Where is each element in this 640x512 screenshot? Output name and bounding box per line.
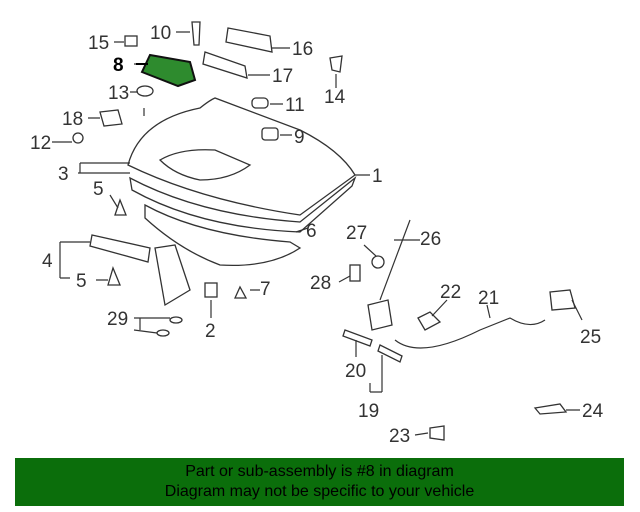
part-16[interactable] xyxy=(225,27,273,53)
part-5-clip-upper[interactable] xyxy=(114,198,127,216)
label-8-selected[interactable]: 8 xyxy=(113,55,124,76)
part-18[interactable] xyxy=(99,109,123,127)
label-9[interactable]: 9 xyxy=(294,127,305,148)
banner-line-disclaimer: Diagram may not be specific to your vehi… xyxy=(164,483,475,500)
part-17[interactable] xyxy=(202,51,248,79)
part-15[interactable] xyxy=(124,35,138,47)
label-5-upper[interactable]: 5 xyxy=(93,179,104,200)
label-22[interactable]: 22 xyxy=(440,282,461,303)
label-5-lower[interactable]: 5 xyxy=(76,271,87,292)
part-29-washer-a[interactable] xyxy=(169,316,183,324)
part-26-prop-rod[interactable] xyxy=(379,219,411,301)
label-23[interactable]: 23 xyxy=(389,426,410,447)
part-22[interactable] xyxy=(417,311,442,331)
label-7[interactable]: 7 xyxy=(260,279,271,300)
part-4[interactable] xyxy=(89,234,151,263)
part-27[interactable] xyxy=(371,255,385,269)
label-15[interactable]: 15 xyxy=(88,33,109,54)
part-20[interactable] xyxy=(342,329,373,347)
part-14[interactable] xyxy=(329,55,343,73)
label-24[interactable]: 24 xyxy=(582,401,604,422)
label-26[interactable]: 26 xyxy=(420,229,441,250)
label-4[interactable]: 4 xyxy=(42,251,53,272)
part-25[interactable] xyxy=(549,289,576,311)
part-7[interactable] xyxy=(233,285,248,299)
label-21[interactable]: 21 xyxy=(478,288,499,309)
hood-hinge[interactable] xyxy=(154,244,191,307)
label-25[interactable]: 25 xyxy=(580,327,601,348)
label-3[interactable]: 3 xyxy=(58,164,69,185)
hood-scoop xyxy=(158,149,252,181)
label-13[interactable]: 13 xyxy=(108,83,129,104)
label-1[interactable]: 1 xyxy=(372,166,383,187)
part-13[interactable] xyxy=(136,85,154,97)
hood-insulator[interactable] xyxy=(144,203,302,267)
label-20[interactable]: 20 xyxy=(345,361,366,382)
hood-inner-panel xyxy=(129,176,357,233)
part-29-washer-b[interactable] xyxy=(156,329,170,337)
label-16[interactable]: 16 xyxy=(292,39,313,60)
part-5-clip-lower[interactable] xyxy=(107,266,121,286)
part-8-highlighted[interactable] xyxy=(140,53,197,88)
part-23[interactable] xyxy=(429,425,445,441)
label-17[interactable]: 17 xyxy=(272,66,293,87)
label-29[interactable]: 29 xyxy=(107,309,128,330)
part-12[interactable] xyxy=(72,132,84,144)
part-9[interactable] xyxy=(261,127,279,141)
hood-latch[interactable] xyxy=(367,299,393,331)
parts-diagram: 15 10 16 8 17 14 13 11 18 9 12 1 3 5 6 2… xyxy=(30,21,604,447)
label-12[interactable]: 12 xyxy=(30,133,51,154)
label-2[interactable]: 2 xyxy=(205,321,216,342)
label-27[interactable]: 27 xyxy=(346,223,367,244)
label-18[interactable]: 18 xyxy=(62,109,83,130)
part-10[interactable] xyxy=(191,21,201,46)
banner-line-part: Part or sub-assembly is #8 in diagram xyxy=(185,463,454,480)
part-28[interactable] xyxy=(349,264,361,282)
part-24[interactable] xyxy=(533,403,568,415)
label-28[interactable]: 28 xyxy=(310,273,331,294)
part-2[interactable] xyxy=(204,282,218,298)
part-19-cable-end[interactable] xyxy=(377,344,403,363)
label-10[interactable]: 10 xyxy=(150,23,171,44)
label-19[interactable]: 19 xyxy=(358,401,379,422)
part-info-banner: Part or sub-assembly is #8 in diagram Di… xyxy=(15,458,624,506)
label-14[interactable]: 14 xyxy=(324,87,346,108)
part-21-release-cable[interactable] xyxy=(394,317,546,349)
hood-part[interactable] xyxy=(127,97,356,216)
part-11[interactable] xyxy=(251,97,269,109)
label-6[interactable]: 6 xyxy=(306,221,317,242)
label-11[interactable]: 11 xyxy=(285,95,305,116)
